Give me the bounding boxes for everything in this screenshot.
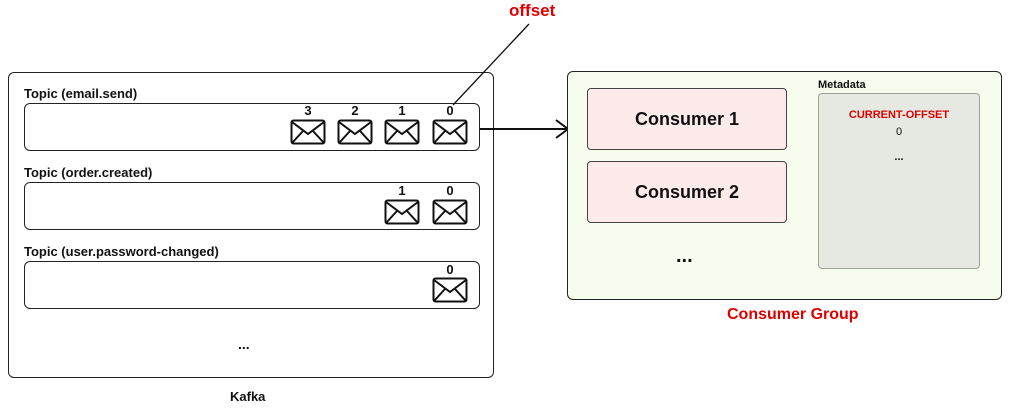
envelope-icon (432, 277, 468, 303)
topic-title-email-send: Topic (email.send) (24, 86, 138, 101)
envelope-icon (432, 119, 468, 145)
kafka-more-topics-ellipsis: ... (238, 336, 250, 352)
consumer-1-box: Consumer 1 (587, 88, 787, 150)
metadata-value: 0 (895, 126, 903, 138)
message-offset-label: 0 (446, 103, 454, 118)
consumer-group-label: Consumer Group (727, 306, 859, 323)
envelope-icon (384, 119, 420, 145)
topic-title-order-created: Topic (order.created) (24, 165, 153, 180)
envelope-icon (337, 119, 373, 145)
topic-box-user-password-changed (24, 261, 480, 309)
metadata-key: CURRENT-OFFSET (848, 109, 950, 121)
consumer-2-box: Consumer 2 (587, 161, 787, 223)
metadata-title: Metadata (818, 79, 866, 91)
more-consumers-ellipsis: ... (676, 245, 693, 267)
offset-label: offset (509, 1, 556, 20)
kafka-label: Kafka (230, 389, 266, 404)
envelope-icon (290, 119, 326, 145)
metadata-ellipsis: ... (894, 151, 904, 163)
message-offset-label: 1 (398, 103, 406, 118)
topic-title-user-password-changed: Topic (user.password-changed) (24, 244, 219, 259)
message-offset-label: 3 (304, 103, 312, 118)
message-offset-label: 0 (446, 183, 454, 198)
envelope-icon (432, 199, 468, 225)
envelope-icon (384, 199, 420, 225)
message-offset-label: 2 (351, 103, 359, 118)
metadata-box (818, 93, 980, 269)
message-offset-label: 0 (446, 262, 454, 277)
flow-arrow (480, 119, 570, 139)
message-offset-label: 1 (398, 183, 406, 198)
offset-pointer-line (452, 23, 530, 106)
